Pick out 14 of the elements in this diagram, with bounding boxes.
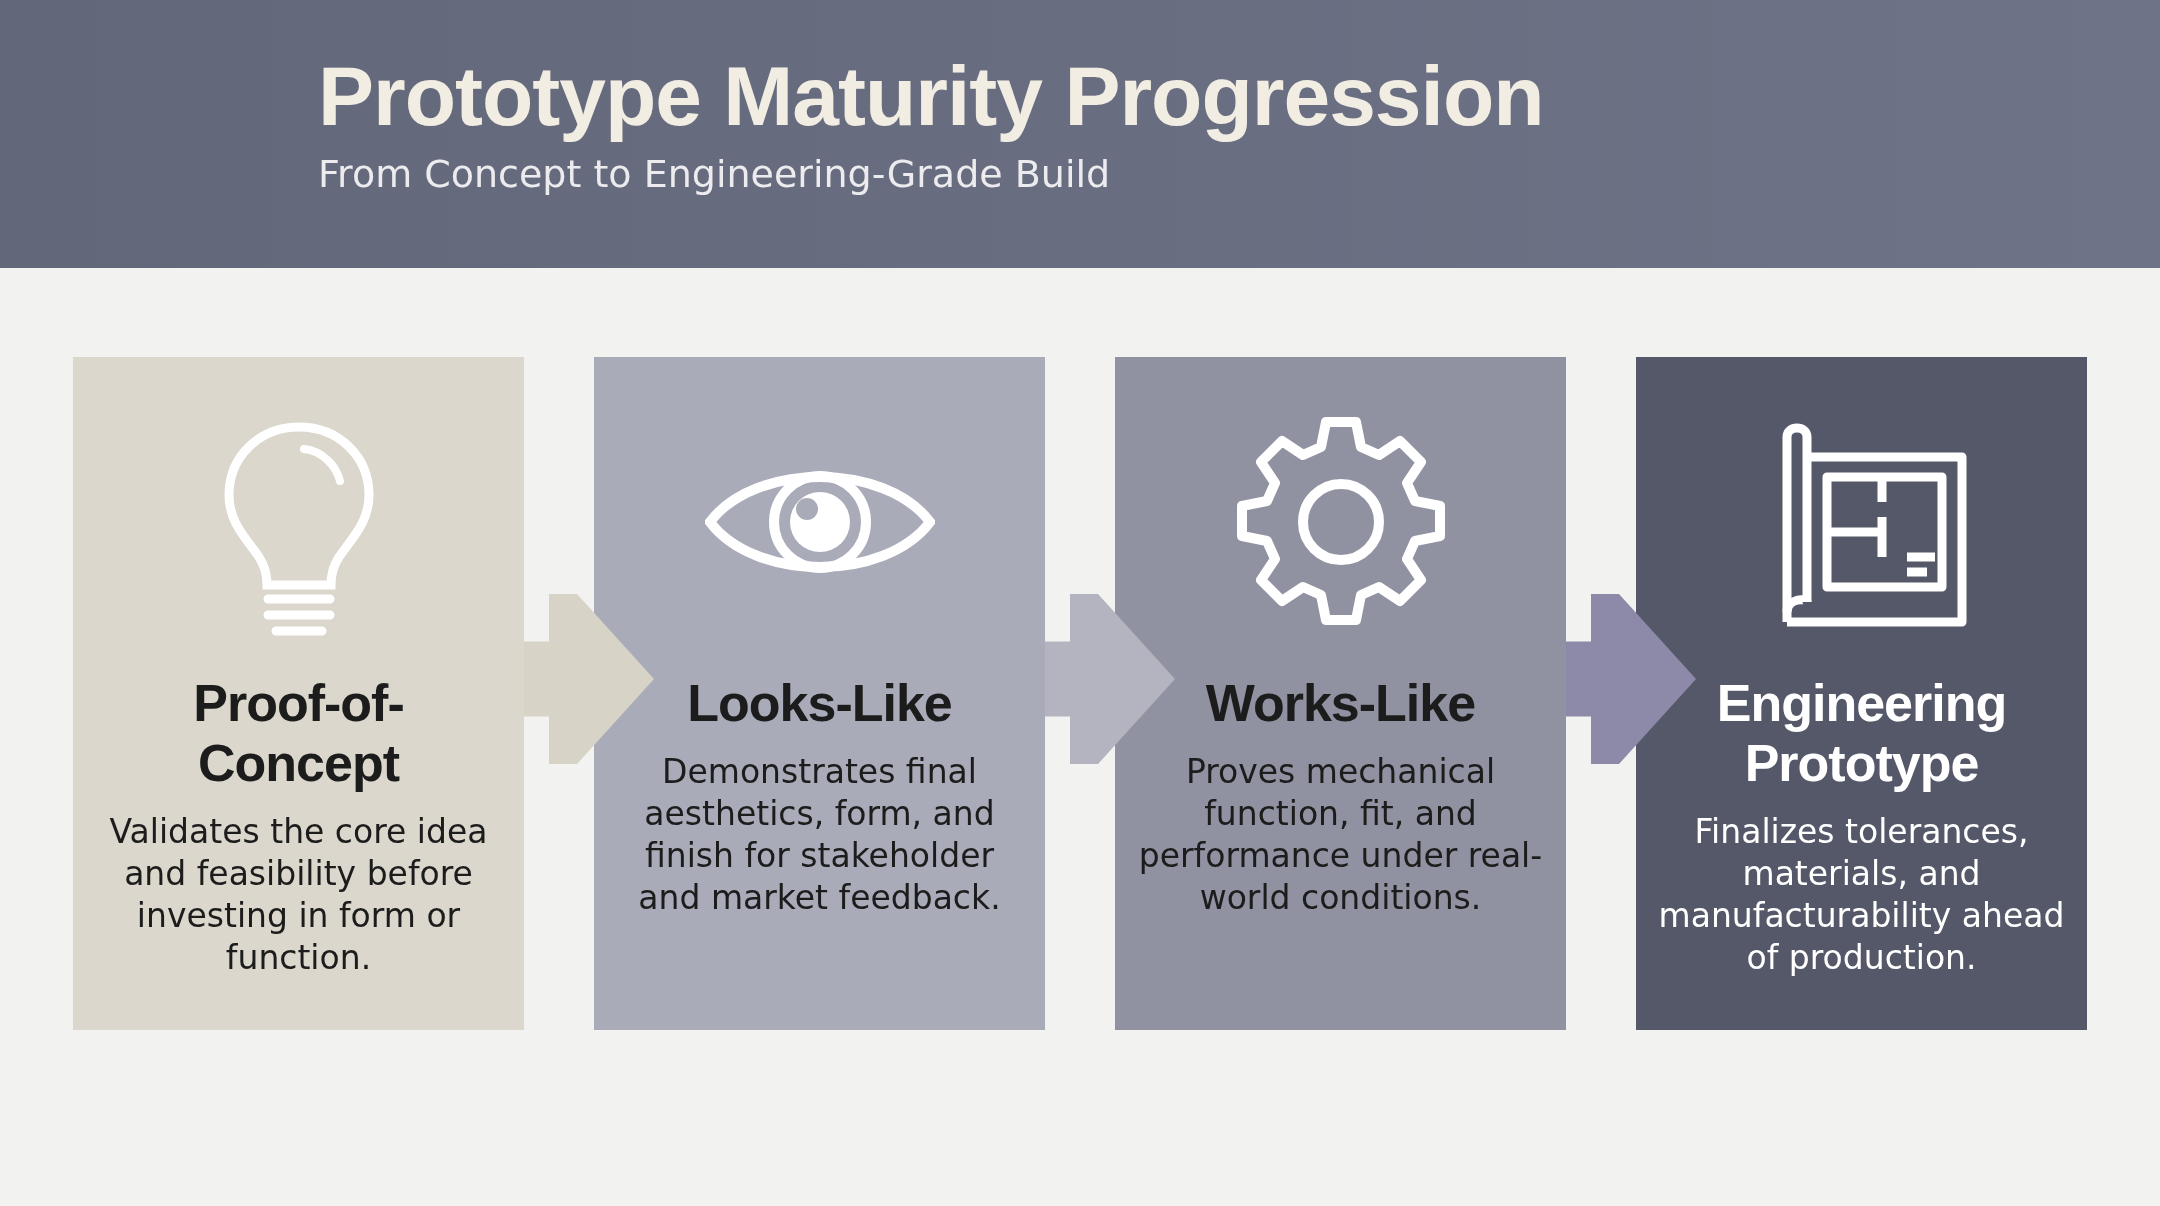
process-card xyxy=(1115,357,1566,1030)
card-heading: Proof-of-Concept xyxy=(192,673,405,793)
process-card xyxy=(73,357,524,1030)
card-description: Validates the core idea and feasibility before investing in form or function. xyxy=(108,811,489,979)
card-description: Finalizes tolerances, materials, and manufacturability ahead of production. xyxy=(1658,811,2065,979)
card-description: Demonstrates final aesthetics, form, and finish for stakeholder and market feedback. xyxy=(637,751,1002,919)
process-card xyxy=(1636,357,2087,1030)
title: Prototype Maturity Progression xyxy=(318,48,1544,145)
card-heading: Engineering Prototype xyxy=(1715,673,2008,793)
card-description: Proves mechanical function, fit, and performance under real-world conditions. xyxy=(1137,751,1544,919)
card-heading: Looks-Like xyxy=(687,673,952,733)
card-heading: Works-Like xyxy=(1205,673,1476,733)
subtitle: From Concept to Engineering-Grade Build xyxy=(318,152,1111,196)
process-card xyxy=(594,357,1045,1030)
